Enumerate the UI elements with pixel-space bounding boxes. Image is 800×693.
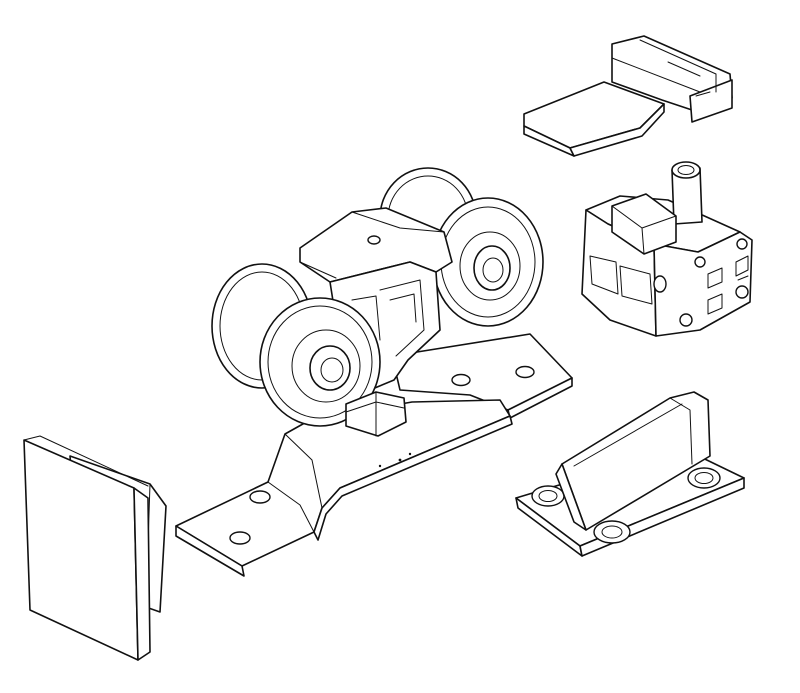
floor-guide xyxy=(515,391,745,557)
stopper-block xyxy=(581,161,753,337)
trolley-carriage xyxy=(211,167,544,437)
countersunk-hole xyxy=(593,520,631,544)
mounting-hole xyxy=(229,531,251,545)
mounting-hole xyxy=(515,365,535,379)
countersunk-hole xyxy=(531,485,565,507)
hex-nut xyxy=(345,391,407,437)
end-cap xyxy=(23,435,167,661)
mounting-plate xyxy=(175,333,573,577)
clip-latch xyxy=(523,35,733,157)
wheel xyxy=(259,297,381,427)
mounting-hole xyxy=(451,373,471,387)
mounting-hole xyxy=(249,490,271,504)
countersunk-hole xyxy=(687,467,721,489)
